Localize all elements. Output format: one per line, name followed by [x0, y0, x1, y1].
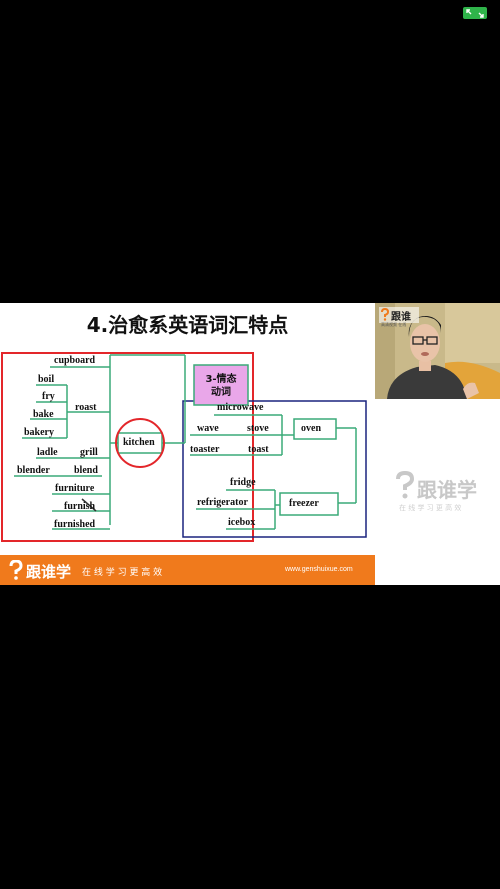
- mind-map-diagram: [1, 352, 367, 542]
- watermark-logo-icon: [395, 470, 415, 499]
- word-microwave: microwave: [217, 402, 264, 413]
- word-fry: fry: [42, 391, 55, 402]
- word-furniture: furniture: [55, 483, 95, 494]
- word-kitchen: kitchen: [123, 437, 155, 448]
- bottom-letterbox: [0, 585, 500, 889]
- teacher-camera-view: 跟谁 高清视频 在线: [375, 303, 500, 399]
- annotation-mark: [81, 498, 97, 512]
- word-cupboard: cupboard: [54, 355, 96, 366]
- teacher-video-frame: [375, 303, 500, 399]
- watermark-slogan: 在 线 学 习 更 高 效: [399, 504, 462, 512]
- word-bakery: bakery: [24, 427, 54, 438]
- slide-footer: 跟谁学 在 线 学 习 更 高 效 www.genshuixue.com: [0, 555, 375, 585]
- emotion-box-text: 3-情态 动词: [194, 373, 248, 399]
- word-wave: wave: [197, 423, 219, 434]
- kitchen-highlight-circle: [115, 418, 165, 468]
- red-frame: [1, 352, 254, 542]
- word-freezer: freezer: [289, 498, 319, 509]
- emotion-line-2: 动词: [211, 387, 231, 398]
- camera-small-text: 高清视频 在线: [381, 322, 407, 327]
- emotion-box: [193, 364, 249, 406]
- oven-box: [293, 418, 337, 440]
- word-stove: stove: [247, 423, 269, 434]
- word-boil: boil: [38, 374, 55, 385]
- kitchen-box: [117, 432, 163, 454]
- footer-url: www.genshuixue.com: [285, 566, 353, 573]
- footer-brand: 跟谁学: [26, 563, 72, 581]
- question-mark-logo-icon: [8, 559, 24, 580]
- camera-logo-icon: [380, 307, 390, 321]
- word-blender: blender: [17, 465, 50, 476]
- word-oven: oven: [301, 423, 321, 434]
- word-furnish: furnish: [64, 501, 96, 512]
- fullscreen-icon: [466, 8, 484, 18]
- word-icebox: icebox: [228, 517, 256, 528]
- watermark-brand: 跟谁学: [417, 478, 477, 502]
- word-blend: blend: [74, 465, 98, 476]
- fullscreen-button[interactable]: [463, 7, 487, 19]
- slide: 4.治愈系英语词汇特点: [0, 303, 375, 585]
- right-watermark-panel: 跟谁学 在 线 学 习 更 高 效: [375, 399, 500, 585]
- emotion-line-1: 3-情态: [205, 374, 237, 385]
- word-ladle: ladle: [37, 447, 58, 458]
- word-bake: bake: [33, 409, 54, 420]
- word-refrigerator: refrigerator: [197, 497, 248, 508]
- footer-slogan: 在 线 学 习 更 高 效: [82, 568, 163, 578]
- blue-frame: [182, 400, 367, 538]
- slide-title: 4.治愈系英语词汇特点: [86, 313, 289, 337]
- word-fridge: fridge: [230, 477, 256, 488]
- freezer-box: [279, 492, 339, 516]
- word-toaster: toaster: [190, 444, 220, 455]
- word-furnished: furnished: [54, 519, 96, 530]
- word-grill: grill: [80, 447, 98, 458]
- word-roast: roast: [75, 402, 97, 413]
- camera-logo-text: 跟谁: [391, 312, 411, 323]
- word-toast: toast: [248, 444, 269, 455]
